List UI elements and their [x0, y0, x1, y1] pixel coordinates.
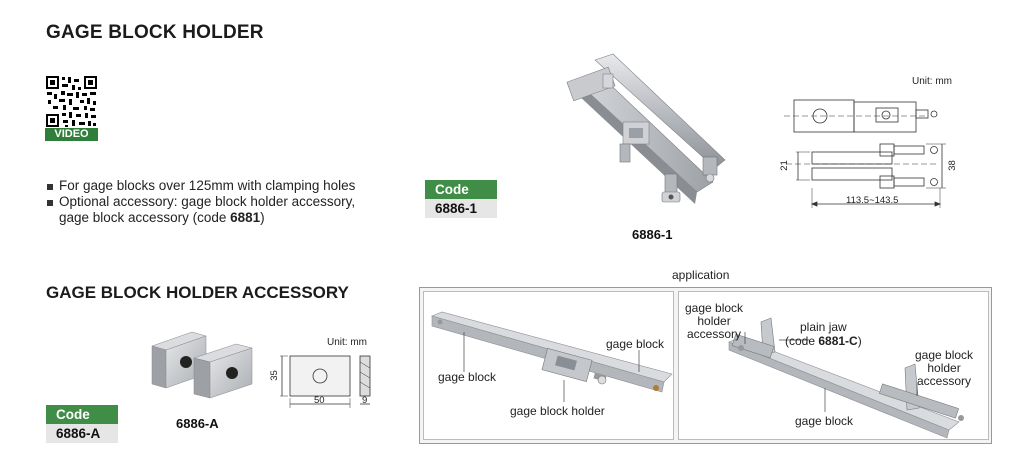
holder-product-caption: 6886-1: [632, 227, 673, 242]
app-right-label-plain-jaw: plain jaw (code 6881-C): [785, 320, 862, 348]
dim-height-38: 38: [946, 160, 958, 171]
qr-code[interactable]: VIDEO: [45, 75, 98, 141]
app-right-acc2-line1: gage block: [915, 348, 974, 362]
app-right-label-accessory-2: gage block holder accessory: [915, 349, 973, 388]
app-right-acc1-line2: holder: [697, 314, 731, 328]
holder-feature-2: Optional accessory: gage block holder ac…: [46, 194, 416, 226]
holder-feature-list: For gage blocks over 125mm with clamping…: [46, 178, 416, 226]
app-right-label-gage-block: gage block: [795, 414, 854, 428]
qr-code-icon: [45, 75, 98, 141]
app-right-label-accessory-1: gage block holder accessory: [685, 302, 743, 341]
holder-dimension-drawing: 21 38 113.5~143.5: [776, 88, 966, 218]
holder-code-value: 6886-1: [425, 199, 497, 218]
section-title-holder: GAGE BLOCK HOLDER: [46, 22, 264, 43]
app-right-acc2-line3: accessory: [917, 374, 972, 388]
app-right-plain-jaw-code: (code 6881-C): [785, 334, 862, 348]
accessory-dim-thickness: 9: [362, 395, 368, 406]
holder-unit-label: Unit: mm: [912, 76, 952, 87]
holder-feature-2-end: ): [260, 210, 265, 225]
holder-feature-2-text: Optional accessory: gage block holder ac…: [59, 194, 356, 209]
dim-range: 113.5~143.5: [846, 195, 899, 206]
app-right-acc1-line1: gage block: [685, 301, 744, 315]
holder-code-box: Code 6886-1: [425, 180, 497, 218]
accessory-unit-label: Unit: mm: [327, 337, 367, 348]
qr-video-label: VIDEO: [54, 128, 89, 140]
app-left-label-holder: gage block holder: [510, 404, 605, 418]
accessory-product-image: [148, 322, 258, 400]
application-panel: gage block gage block gage block holder …: [419, 287, 992, 444]
accessory-dim-width: 50: [314, 395, 325, 406]
application-right-image: gage block holder accessory plain jaw (c…: [678, 291, 989, 440]
accessory-code-header: Code: [46, 405, 118, 424]
app-right-acc1-line3: accessory: [687, 327, 742, 341]
holder-feature-2-cont: gage block accessory (code: [59, 210, 231, 225]
application-title: application: [672, 268, 730, 282]
holder-code-header: Code: [425, 180, 497, 199]
accessory-dim-height: 35: [268, 370, 280, 381]
app-right-acc2-line2: holder: [927, 361, 961, 375]
accessory-product-caption: 6886-A: [176, 416, 219, 431]
app-right-code-bold: 6881-C: [818, 334, 858, 348]
app-right-plain-jaw-text: plain jaw: [800, 320, 847, 334]
application-left-image: gage block gage block gage block holder: [423, 291, 674, 440]
holder-feature-2-code: 6881: [230, 210, 261, 225]
holder-product-image: [565, 52, 745, 220]
app-left-label-gage-block-2: gage block: [606, 337, 665, 351]
dim-height-21: 21: [778, 160, 790, 171]
holder-feature-1: For gage blocks over 125mm with clamping…: [46, 178, 416, 194]
app-right-code-prefix: (code: [785, 334, 819, 348]
accessory-code-value: 6886-A: [46, 424, 118, 443]
accessory-dimension-drawing: 35 50 9: [268, 350, 380, 412]
app-left-label-gage-block: gage block: [438, 370, 497, 384]
app-right-code-suffix: ): [857, 334, 862, 348]
accessory-code-box: Code 6886-A: [46, 405, 118, 443]
section-title-accessory: GAGE BLOCK HOLDER ACCESSORY: [46, 283, 349, 302]
